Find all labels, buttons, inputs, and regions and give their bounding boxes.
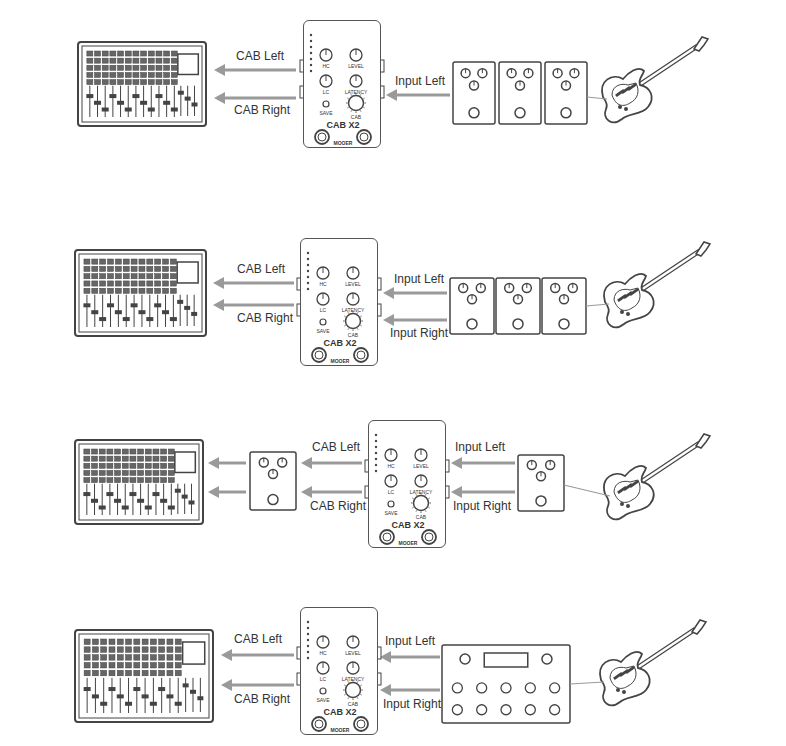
control-label: LATENCY xyxy=(345,90,368,95)
brand-name: MOOER xyxy=(399,541,418,546)
control-label: LC xyxy=(388,490,394,495)
cab-pedal: HC LEVEL LC LATENCY SAVE CABCAB X2 MOOER xyxy=(300,607,378,735)
brand-name: MOOER xyxy=(331,728,350,733)
control-label: LEVEL xyxy=(345,282,361,287)
signal-arrow xyxy=(383,314,447,326)
cab-pedal: HC LEVEL LC LATENCY SAVE CABCAB X2 MOOER xyxy=(300,238,378,366)
control-label: CAB xyxy=(351,115,361,120)
control-label: HC xyxy=(387,464,394,469)
control-label: CAB xyxy=(416,515,426,520)
control-label: CAB xyxy=(348,702,358,707)
signal-arrow xyxy=(221,649,294,661)
signal-label: CAB Right xyxy=(234,104,290,117)
control-label: LEVEL xyxy=(413,464,429,469)
effect-pedal xyxy=(453,62,495,124)
cable xyxy=(587,97,607,99)
pedal-controls xyxy=(301,239,379,367)
brand-name: MOOER xyxy=(331,359,350,364)
control-label: HC xyxy=(322,64,329,69)
signal-label: Input Left xyxy=(385,635,435,648)
signal-label: Input Right xyxy=(390,327,448,340)
signal-label: CAB Left xyxy=(237,263,285,276)
control-label: LATENCY xyxy=(410,490,433,495)
effect-pedal xyxy=(545,62,587,124)
control-label: HC xyxy=(319,282,326,287)
control-label: LATENCY xyxy=(342,308,365,313)
model-name: CAB X2 xyxy=(323,708,356,717)
guitar xyxy=(602,37,708,122)
signal-label: CAB Right xyxy=(234,693,290,706)
pedal-controls xyxy=(369,421,447,549)
control-label: HC xyxy=(319,651,326,656)
control-label: LC xyxy=(323,90,329,95)
signal-arrow xyxy=(301,457,362,469)
control-label: LC xyxy=(320,677,326,682)
cable xyxy=(564,485,610,496)
signal-label: Input Left xyxy=(395,75,445,88)
signal-arrow xyxy=(221,679,294,691)
multi-effects xyxy=(442,645,570,723)
control-label: SAVE xyxy=(385,511,398,516)
signal-label: Input Left xyxy=(394,273,444,286)
signal-arrow xyxy=(213,299,294,311)
pedal-controls xyxy=(304,21,382,149)
signal-arrow xyxy=(301,486,362,498)
signal-label: CAB Right xyxy=(310,500,366,513)
effect-pedal xyxy=(496,278,540,334)
signal-arrow xyxy=(451,457,515,469)
pedal-controls xyxy=(301,608,379,736)
control-label: LATENCY xyxy=(342,677,365,682)
signal-arrow xyxy=(214,64,296,76)
signal-arrow xyxy=(208,457,246,469)
signal-label: Input Left xyxy=(455,441,505,454)
signal-label: Input Right xyxy=(383,698,441,711)
effect-pedal xyxy=(499,62,541,124)
signal-arrow xyxy=(214,92,296,104)
mixer xyxy=(75,630,213,722)
control-label: LC xyxy=(320,308,326,313)
signal-label: Input Right xyxy=(453,500,511,513)
signal-arrow xyxy=(386,89,450,101)
control-label: SAVE xyxy=(320,111,333,116)
mixer xyxy=(75,440,203,524)
signal-arrow xyxy=(208,486,246,498)
effect-pedal xyxy=(518,455,564,511)
control-label: SAVE xyxy=(317,698,330,703)
model-name: CAB X2 xyxy=(326,121,359,130)
signal-arrow xyxy=(213,277,294,289)
signal-arrow xyxy=(380,684,440,696)
effect-pedal xyxy=(250,452,296,510)
signal-arrow xyxy=(451,486,515,498)
cable xyxy=(570,682,604,684)
mixer xyxy=(78,42,206,126)
cab-pedal: HC LEVEL LC LATENCY SAVE CABCAB X2 MOOER xyxy=(303,20,381,148)
signal-label: CAB Left xyxy=(312,441,360,454)
control-label: SAVE xyxy=(317,329,330,334)
effect-pedal xyxy=(542,278,586,334)
brand-name: MOOER xyxy=(334,141,353,146)
signal-label: CAB Left xyxy=(236,50,284,63)
effect-pedal xyxy=(450,278,494,334)
signal-arrow xyxy=(380,651,440,663)
signal-label: CAB Right xyxy=(237,312,293,325)
signal-arrow xyxy=(383,287,447,299)
control-label: LEVEL xyxy=(348,64,364,69)
guitar xyxy=(604,434,710,519)
model-name: CAB X2 xyxy=(391,521,424,530)
guitar xyxy=(604,242,710,327)
cable xyxy=(586,304,609,306)
control-label: LEVEL xyxy=(345,651,361,656)
control-label: CAB xyxy=(348,333,358,338)
guitar xyxy=(600,620,706,705)
mixer xyxy=(75,250,206,336)
signal-label: CAB Left xyxy=(234,633,282,646)
cab-pedal: HC LEVEL LC LATENCY SAVE CABCAB X2 MOOER xyxy=(368,420,446,548)
model-name: CAB X2 xyxy=(323,339,356,348)
